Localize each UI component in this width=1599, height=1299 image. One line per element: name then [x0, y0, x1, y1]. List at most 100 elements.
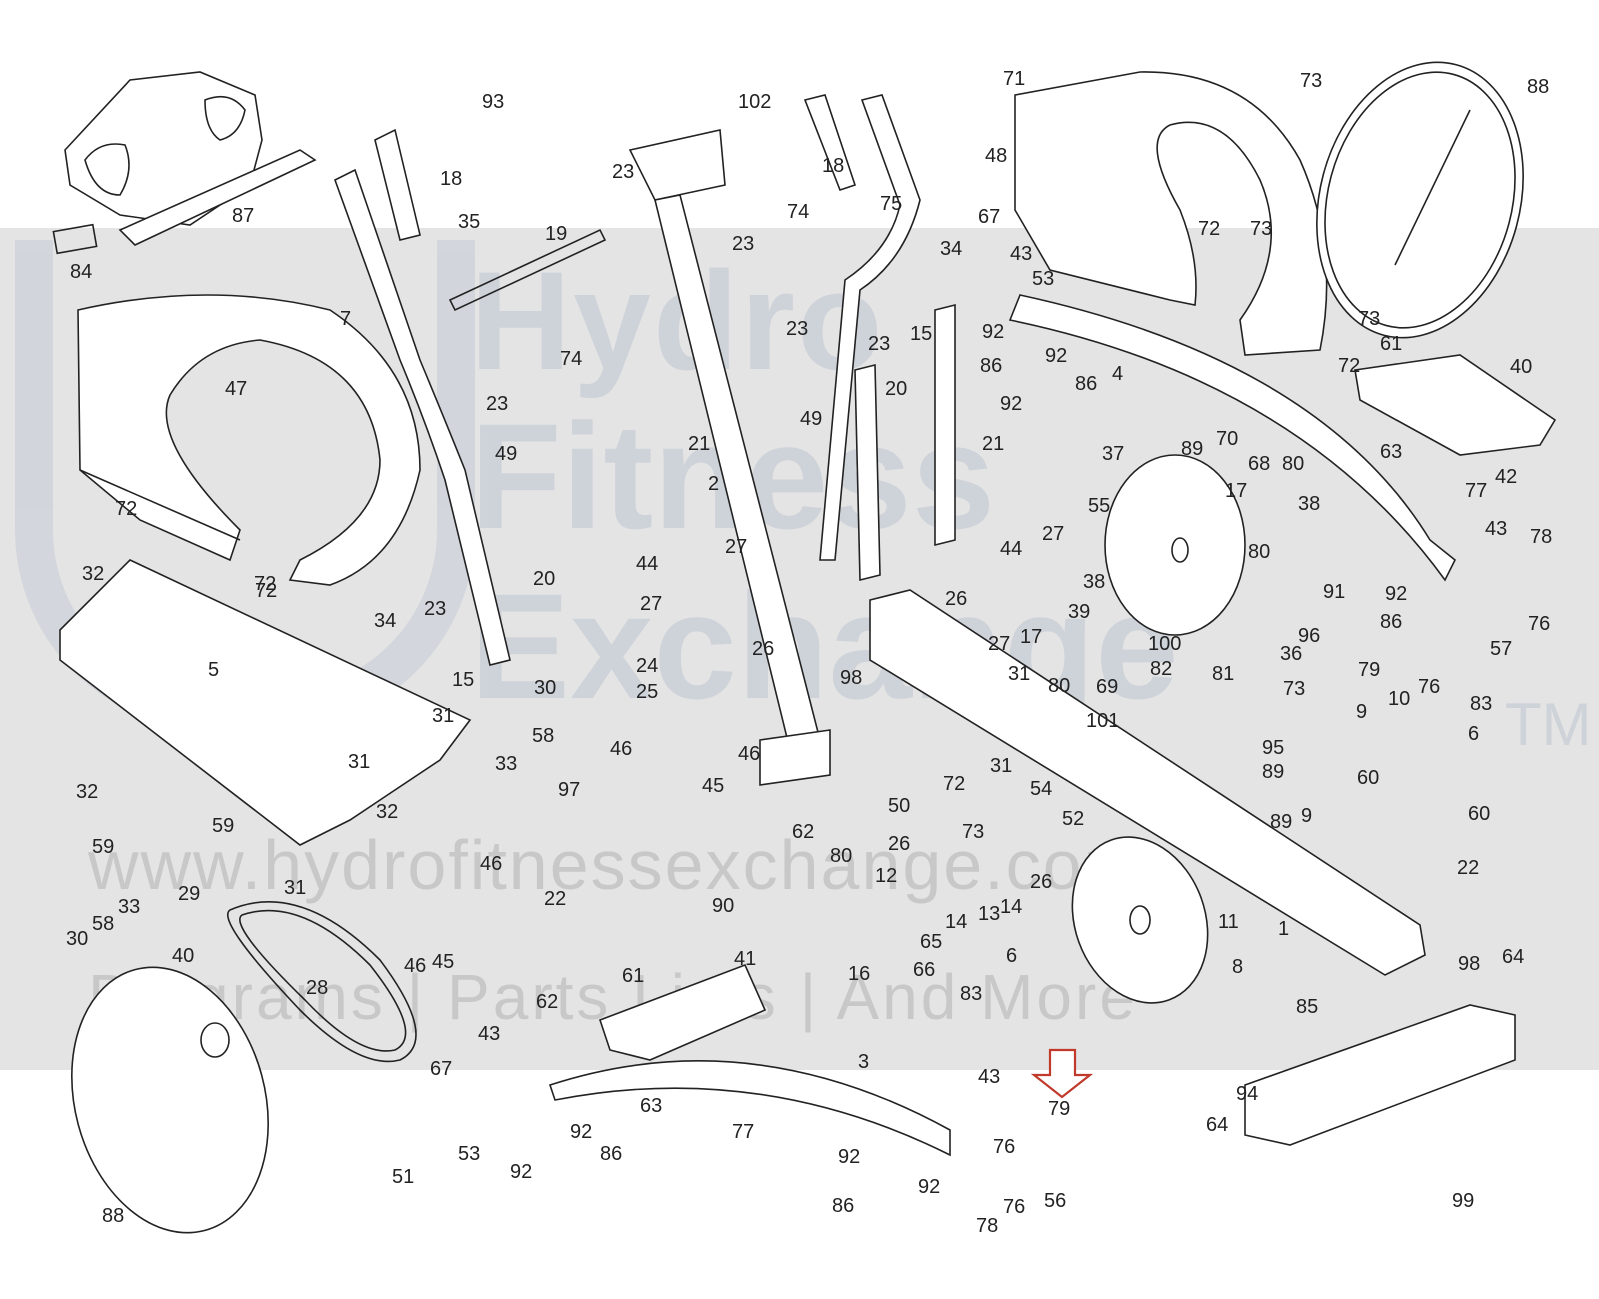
part-label-p9b: 9 [1301, 805, 1312, 827]
part-label-p24: 24 [636, 655, 658, 677]
part-label-p46c: 46 [480, 853, 502, 875]
part-label-p73c: 73 [1358, 308, 1380, 330]
highlight-arrow-icon [1030, 1048, 1094, 1099]
flywheel-part [1104, 454, 1246, 636]
right-disk-part [1316, 61, 1524, 339]
part-label-p26d: 26 [1030, 871, 1052, 893]
part-label-p44a: 44 [636, 553, 658, 575]
part-label-p59b: 59 [212, 815, 234, 837]
part-label-p49a: 49 [495, 443, 517, 465]
part-label-p80c: 80 [1048, 675, 1070, 697]
part-label-p32b: 32 [76, 781, 98, 803]
part-label-p58a: 58 [532, 725, 554, 747]
part-label-p98a: 98 [840, 667, 862, 689]
part-label-p73d: 73 [1283, 678, 1305, 700]
part-label-p43d: 43 [978, 1066, 1000, 1088]
part-label-p15a: 15 [910, 323, 932, 345]
part-label-p92d: 92 [1385, 583, 1407, 605]
part-label-p90: 90 [712, 895, 734, 917]
part-label-p6b: 6 [1006, 945, 1017, 967]
part-label-p25: 25 [636, 681, 658, 703]
part-label-p99: 99 [1452, 1190, 1474, 1212]
part-label-p69: 69 [1096, 676, 1118, 698]
part-label-p64b: 64 [1206, 1114, 1228, 1136]
part-label-p92e: 92 [570, 1121, 592, 1143]
part-label-p72b: 72 [254, 573, 276, 595]
part-label-p92f: 92 [510, 1161, 532, 1183]
part-label-p78a: 78 [1530, 526, 1552, 548]
part-label-p66: 66 [913, 959, 935, 981]
part-label-p97: 97 [558, 779, 580, 801]
part-label-p80b: 80 [1248, 541, 1270, 563]
part-label-p93: 93 [482, 91, 504, 113]
part-label-p48: 48 [985, 145, 1007, 167]
part-label-p76b: 76 [1418, 676, 1440, 698]
part-label-p63a: 63 [1380, 441, 1402, 463]
part-label-p74b: 74 [560, 348, 582, 370]
part-label-p4: 4 [1112, 363, 1123, 385]
part-label-p85: 85 [1296, 996, 1318, 1018]
part-label-p41: 41 [734, 948, 756, 970]
part-label-p23b: 23 [732, 233, 754, 255]
part-label-p43a: 43 [1010, 243, 1032, 265]
part-label-p92a: 92 [982, 321, 1004, 343]
part-label-p76d: 76 [1003, 1196, 1025, 1218]
part-label-p88a: 88 [1527, 76, 1549, 98]
part-label-p2: 2 [708, 473, 719, 495]
part-label-p28: 28 [306, 977, 328, 999]
part-label-p19: 19 [545, 223, 567, 245]
part-label-p55: 55 [1088, 495, 1110, 517]
part-label-p92h: 92 [918, 1176, 940, 1198]
pedal-part [1354, 354, 1557, 456]
watermark-url: www.hydrofitnessexchange.com [88, 826, 1144, 904]
part-label-p31d: 31 [990, 755, 1012, 777]
part-label-p89a: 89 [1181, 438, 1203, 460]
part-label-p60a: 60 [1357, 767, 1379, 789]
part-label-p26b: 26 [752, 638, 774, 660]
part-label-p20a: 20 [885, 378, 907, 400]
part-label-p60b: 60 [1468, 803, 1490, 825]
part-label-p8: 8 [1232, 956, 1243, 978]
part-label-p58b: 58 [92, 913, 114, 935]
part-label-p46b: 46 [738, 743, 760, 765]
part-label-p49b: 49 [800, 408, 822, 430]
part-label-p23e: 23 [486, 393, 508, 415]
part-label-p32c: 32 [376, 801, 398, 823]
part-label-p51: 51 [392, 1166, 414, 1188]
part-label-p67b: 67 [430, 1058, 452, 1080]
part-label-p29: 29 [178, 883, 200, 905]
part-label-p18b: 18 [440, 168, 462, 190]
part-label-p5: 5 [208, 659, 219, 681]
part-label-p45a: 45 [702, 775, 724, 797]
part-label-p21b: 21 [982, 433, 1004, 455]
part-label-p101: 101 [1086, 710, 1119, 732]
part-label-p68: 68 [1248, 453, 1270, 475]
part-label-p89c: 89 [1270, 811, 1292, 833]
part-label-p39: 39 [1068, 601, 1090, 623]
belt-part [226, 901, 417, 1063]
left-disk-part [71, 966, 269, 1234]
right-handlebars [803, 94, 956, 582]
part-label-p92c: 92 [1000, 393, 1022, 415]
part-label-p71: 71 [1003, 68, 1025, 90]
part-label-p30a: 30 [534, 677, 556, 699]
part-label-p61a: 61 [1380, 333, 1402, 355]
part-label-p72d: 72 [1338, 355, 1360, 377]
part-label-p11: 11 [1218, 911, 1239, 933]
part-label-p30b: 30 [66, 928, 88, 950]
part-label-p37: 37 [1102, 443, 1124, 465]
part-label-p80a: 80 [1282, 453, 1304, 475]
part-label-p15b: 15 [452, 669, 474, 691]
part-label-p56: 56 [1044, 1190, 1066, 1212]
part-label-p86a: 86 [980, 355, 1002, 377]
part-label-p26c: 26 [888, 833, 910, 855]
part-label-p64a: 64 [1502, 946, 1524, 968]
part-label-p31c: 31 [348, 751, 370, 773]
part-label-p91: 91 [1323, 581, 1345, 603]
part-label-p57: 57 [1490, 638, 1512, 660]
part-label-p3: 3 [858, 1051, 869, 1073]
part-label-p72a: 72 [115, 498, 137, 520]
part-label-p92g: 92 [838, 1146, 860, 1168]
part-label-p79a: 79 [1358, 659, 1380, 681]
